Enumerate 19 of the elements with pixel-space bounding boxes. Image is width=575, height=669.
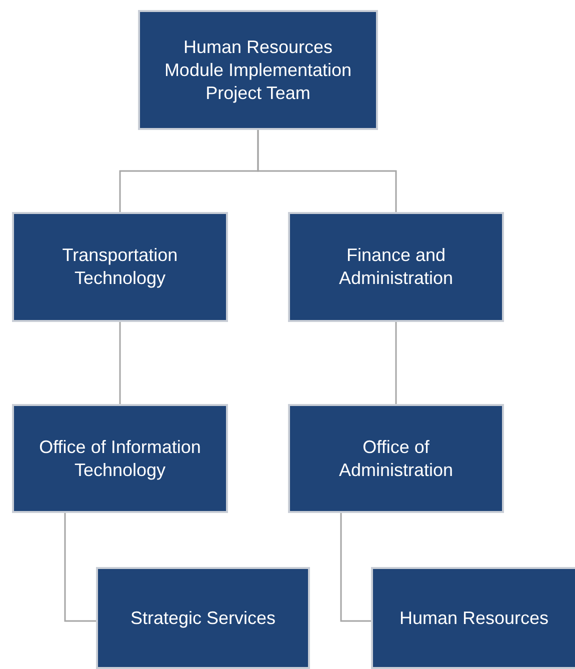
unit-name: Transportation Technology — [61, 244, 179, 290]
org-unit-box — [12, 404, 228, 513]
connector-line — [64, 513, 96, 622]
unit-name: Human Resources — [398, 606, 550, 630]
connector-line — [395, 322, 397, 404]
org-unit-box — [288, 404, 504, 513]
unit-name: Strategic Services — [129, 606, 277, 630]
connector-line — [119, 322, 121, 404]
connector-line — [340, 513, 371, 622]
org-unit-box — [12, 212, 228, 322]
org-unit-box — [288, 212, 504, 322]
org-unit-box — [371, 567, 575, 669]
connector-line — [257, 130, 397, 212]
org-unit-box — [138, 10, 378, 130]
unit-name: Office of Administration — [338, 436, 454, 482]
org-unit-box — [96, 567, 310, 669]
unit-name: Finance and Administration — [338, 244, 454, 290]
unit-name: Human Resources Module Implementation Project Team — [163, 36, 353, 104]
unit-name: Office of Information Technology — [38, 436, 202, 482]
